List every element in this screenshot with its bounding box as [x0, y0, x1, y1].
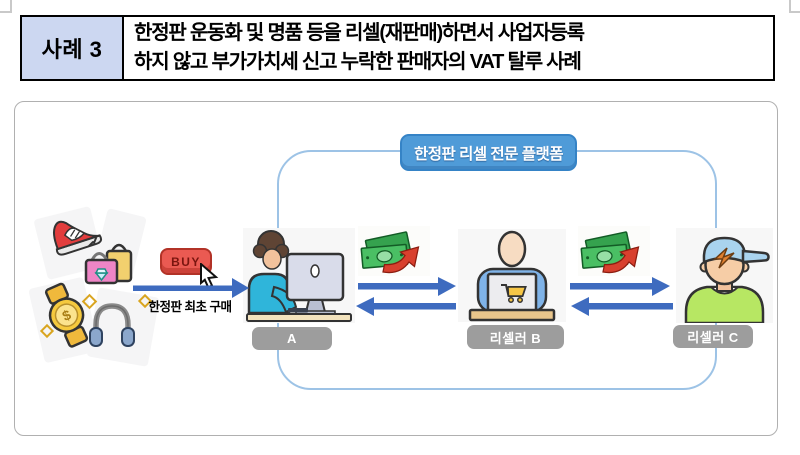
person-at-laptop-icon [468, 230, 556, 322]
case-number-cell: 사례 3 [22, 17, 124, 79]
watch-icon: $ [44, 282, 89, 348]
money-icon [358, 226, 430, 276]
cursor-icon [200, 263, 219, 289]
actor-a-figure [243, 228, 355, 323]
actor-c-name-tag: 리셀러 C [673, 325, 753, 348]
actor-b-name-tag: 리셀러 B [467, 325, 564, 349]
case-title-cell: 한정판 운동화 및 명품 등을 리셀(재판매)하면서 사업자등록 하지 않고 부… [124, 17, 773, 79]
platform-badge: 한정판 리셀 전문 플랫폼 [400, 134, 577, 171]
crop-corner-mark-right [789, 0, 800, 13]
actor-a-name-tag: A [252, 327, 332, 350]
person-with-cap-icon [684, 236, 770, 323]
actor-c-figure [676, 228, 773, 323]
sneaker-icon [52, 220, 103, 256]
case-title-line-1: 한정판 운동화 및 명품 등을 리셀(재판매)하면서 사업자등록 [134, 22, 585, 44]
shopping-bag-icon [84, 237, 133, 285]
case-header: 사례 3 한정판 운동화 및 명품 등을 리셀(재판매)하면서 사업자등록 하지… [20, 15, 775, 81]
person-at-desktop-icon [246, 230, 352, 322]
money-icon [578, 226, 650, 276]
headphones-icon [89, 303, 135, 347]
case-title-line-2: 하지 않고 부가가치세 신고 누락한 판매자의 VAT 탈루 사례 [134, 51, 582, 73]
actor-b-figure [458, 229, 566, 322]
first-purchase-caption: 한정판 최초 구매 [148, 300, 232, 314]
crop-corner-mark-left [0, 0, 12, 13]
